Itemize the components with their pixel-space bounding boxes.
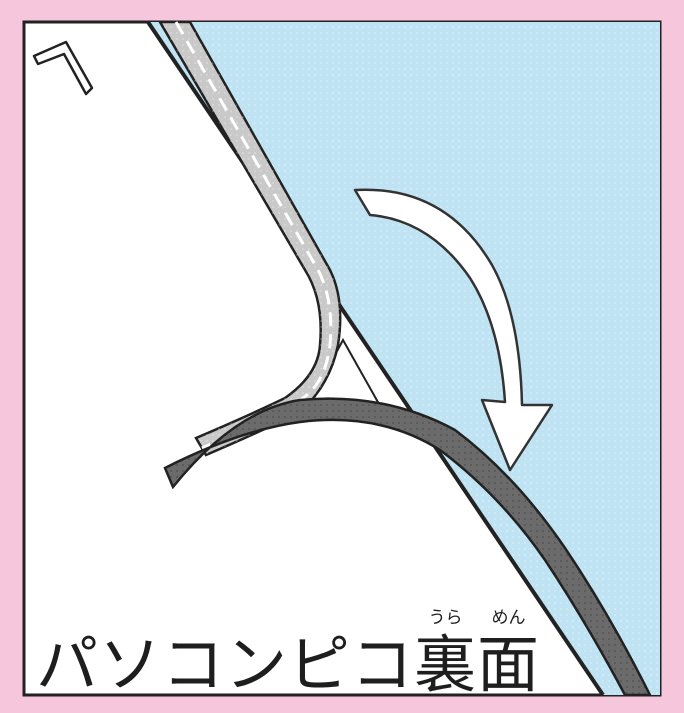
hook-icon [32, 40, 94, 96]
ruby-reading: うら めん [414, 608, 540, 628]
ruby-ura: うら [428, 608, 463, 628]
dark-strip-texture [165, 398, 650, 695]
curved-down-arrow-icon [353, 188, 554, 472]
caption-text: パソコンピコ [36, 628, 415, 701]
caption: パソコンピコうら めん裏面 [36, 608, 540, 701]
dashed-fold-line [174, 21, 333, 450]
caption-kanji-text: 裏面 [414, 628, 541, 701]
ruby-men: めん [491, 608, 526, 628]
light-strip-texture [160, 22, 341, 455]
sheet-edge [146, 20, 605, 697]
caption-kanji: うら めん裏面 [414, 608, 540, 698]
